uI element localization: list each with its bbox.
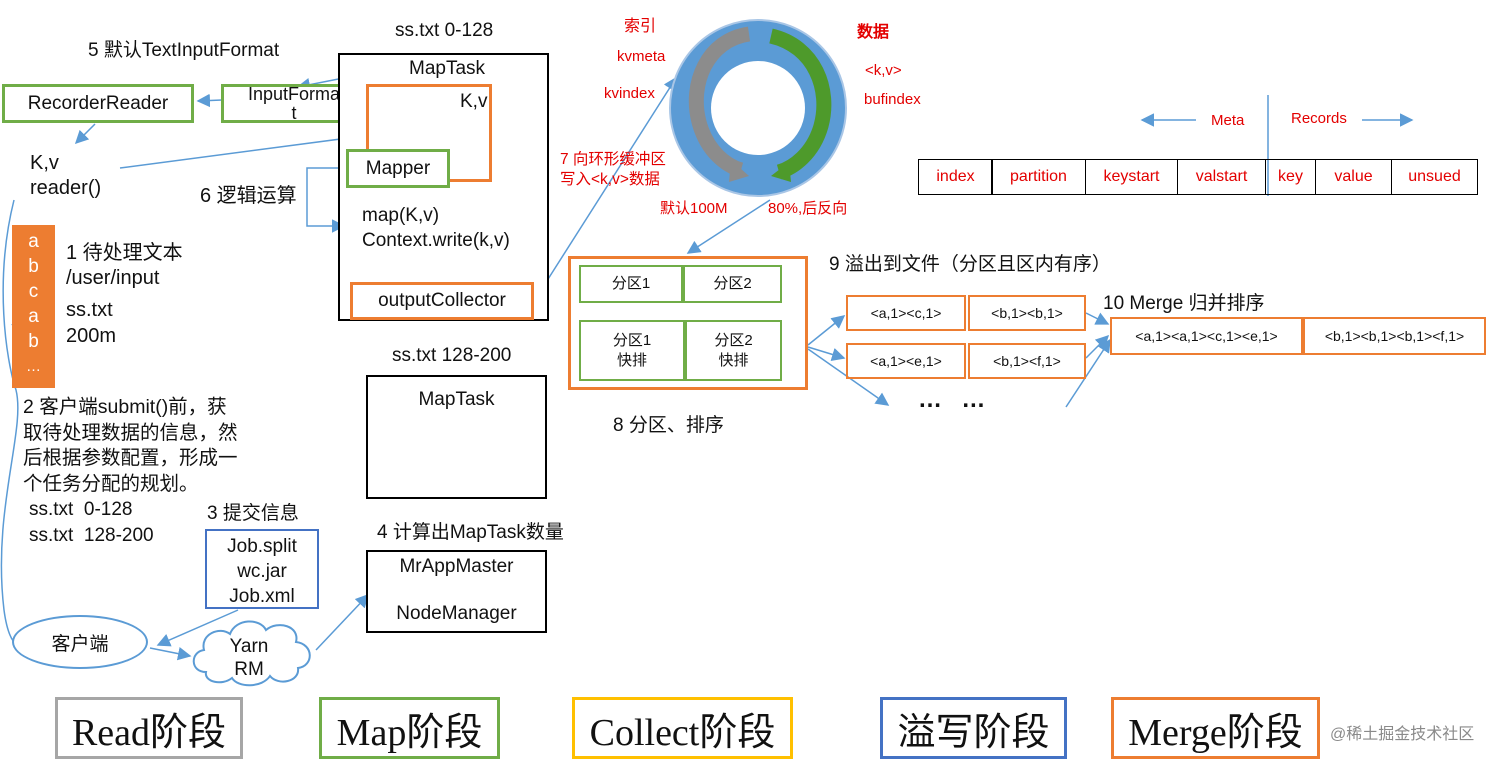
input-letter: a <box>28 231 39 252</box>
stage-box: Read阶段 <box>55 697 243 759</box>
partition-2-cell: 分区2 <box>683 265 782 303</box>
step1-title: 1 待处理文本 <box>66 242 183 264</box>
step10-label: 10 Merge 归并排序 <box>1103 293 1265 314</box>
mr-app-master-label: MrAppMaster <box>399 556 514 577</box>
reverse-threshold-label: 80%,后反向 <box>768 200 848 217</box>
job-file-jar: wc.jar <box>237 561 287 582</box>
spill-1-partition-2: <b,1><b,1> <box>968 295 1086 331</box>
step8-label: 8 分区、排序 <box>613 415 724 436</box>
app-master-box: MrAppMaster NodeManager <box>366 550 547 633</box>
meta-label: Meta <box>1211 112 1245 129</box>
node-manager-label: NodeManager <box>396 603 517 624</box>
maptask1-title: MapTask <box>409 58 486 79</box>
job-files-box: Job.split wc.jar Job.xml <box>205 529 319 609</box>
recorder-reader-box: RecorderReader <box>2 84 194 123</box>
output-collector-box: outputCollector <box>350 282 534 320</box>
meta-cell-key: key <box>1265 159 1316 195</box>
kvmeta-label: kvmeta <box>617 48 666 65</box>
kvindex-label: kvindex <box>604 85 655 102</box>
stage-box: 溢写阶段 <box>880 697 1067 759</box>
step4-title: 4 计算出MapTask数量 <box>377 522 564 543</box>
bufindex-label: bufindex <box>864 91 921 108</box>
stage-label: Map阶段 <box>336 711 483 754</box>
read-kv-label: K,v <box>30 152 59 174</box>
input-letter: b <box>28 331 39 352</box>
partition-1-sort-cell: 分区1 快排 <box>579 320 685 381</box>
step6-label: 6 逻辑运算 <box>200 185 297 207</box>
default-size-label: 默认100M <box>660 200 728 217</box>
stage-box: Map阶段 <box>319 697 500 759</box>
yarn-rm-label: Yarn RM <box>229 636 269 680</box>
input-letter: … <box>26 358 41 375</box>
maptask2-title: MapTask <box>418 389 495 410</box>
meta-cell-value: value <box>1315 159 1392 195</box>
mapper-label: Mapper <box>365 157 431 179</box>
client-ellipse: 客户端 <box>12 615 148 669</box>
maptask1-range: ss.txt 0-128 <box>395 20 494 41</box>
step3-title: 3 提交信息 <box>207 503 299 524</box>
reader-call-label: reader() <box>30 177 102 199</box>
yarn-cloud-icon <box>192 620 311 687</box>
partition-2-sort-cell: 分区2 快排 <box>685 320 782 381</box>
spill-2-partition-2: <b,1><f,1> <box>968 343 1086 379</box>
kv-pair-label: <k,v> <box>865 62 902 79</box>
spill-1-partition-1: <a,1><c,1> <box>846 295 966 331</box>
step1-file: ss.txt <box>66 299 113 321</box>
job-file-xml: Job.xml <box>229 586 295 607</box>
step2-description: 2 客户端submit()前，获 取待处理数据的信息，然 后根据参数配置，形成一… <box>23 396 238 495</box>
ring-buffer-icon <box>669 19 847 197</box>
split-range-1: ss.txt 0-128 <box>29 499 133 520</box>
stage-box: Merge阶段 <box>1111 697 1320 759</box>
stage-label: 溢写阶段 <box>897 711 1050 754</box>
data-label: 数据 <box>857 24 890 41</box>
watermark: @稀土掘金技术社区 <box>1330 726 1475 743</box>
mapper-box: Mapper <box>346 149 450 188</box>
stage-label: Collect阶段 <box>589 711 776 754</box>
input-letter: a <box>28 306 39 327</box>
job-file-split: Job.split <box>227 536 297 557</box>
stage-label: Merge阶段 <box>1128 711 1303 754</box>
spill-ellipsis: … … <box>918 386 988 413</box>
step9-label: 9 溢出到文件（分区且区内有序） <box>829 254 1111 275</box>
step1-path: /user/input <box>66 267 160 289</box>
meta-cell-partition: partition <box>991 159 1086 195</box>
step1-size: 200m <box>66 325 117 347</box>
split-range-2: ss.txt 128-200 <box>29 525 154 546</box>
spill-2-partition-1: <a,1><e,1> <box>846 343 966 379</box>
maptask2-range: ss.txt 128-200 <box>392 345 512 366</box>
meta-cell-index: index <box>918 159 993 195</box>
merged-partition-1: <a,1><a,1><c,1><e,1> <box>1110 317 1303 355</box>
index-label: 索引 <box>624 18 657 35</box>
merged-partition-2: <b,1><b,1><b,1><f,1> <box>1303 317 1486 355</box>
step7-label: 7 向环形缓冲区 写入<k,v>数据 <box>560 151 666 188</box>
context-write-label: Context.write(k,v) <box>362 230 510 251</box>
meta-cell-unsued: unsued <box>1391 159 1478 195</box>
meta-cell-valstart: valstart <box>1177 159 1266 195</box>
maptask-kv-label: K,v <box>460 91 488 112</box>
default-input-format-label: 5 默认TextInputFormat <box>88 40 280 61</box>
input-letter: b <box>28 256 39 277</box>
partition-sort-box <box>568 256 808 390</box>
partition-1-cell: 分区1 <box>579 265 683 303</box>
map-function-label: map(K,v) <box>362 205 440 226</box>
input-letter: c <box>28 281 39 302</box>
output-collector-label: outputCollector <box>378 290 506 311</box>
meta-cell-keystart: keystart <box>1085 159 1178 195</box>
input-format-label: InputForma t <box>247 84 341 123</box>
maptask2-box: MapTask <box>366 375 547 499</box>
stage-box: Collect阶段 <box>572 697 793 759</box>
stage-label: Read阶段 <box>71 711 227 754</box>
records-label: Records <box>1291 110 1347 127</box>
client-label: 客户端 <box>51 633 109 655</box>
recorder-reader-label: RecorderReader <box>27 92 169 114</box>
